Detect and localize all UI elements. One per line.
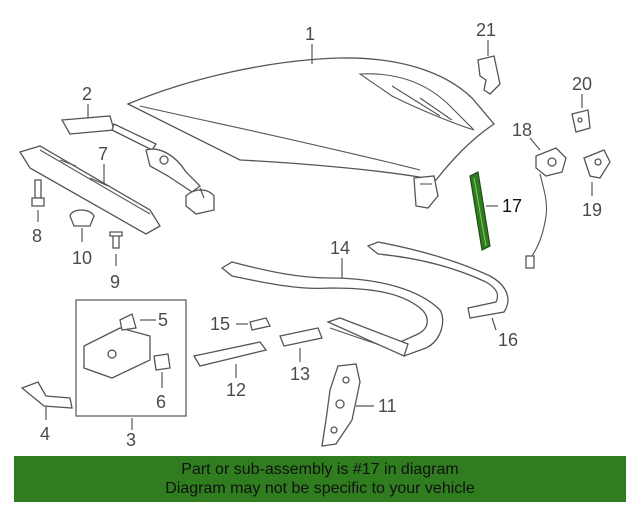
callout-18: 18 [512, 120, 532, 140]
part-11-plate [321, 363, 361, 447]
callout-7: 7 [98, 144, 108, 164]
callout-17: 17 [502, 196, 522, 216]
part-7-rail-bracket [18, 145, 161, 235]
callout-3: 3 [126, 430, 136, 450]
callout-8: 8 [32, 226, 42, 246]
callout-11: 11 [378, 396, 397, 416]
part-12-weatherstrip [192, 341, 268, 367]
part-15-clip [249, 317, 271, 331]
parts-diagram: 1 2 7 8 10 9 [18, 20, 611, 450]
callout-14: 14 [330, 238, 350, 258]
part-21-bracket [477, 55, 501, 95]
callout-9: 9 [110, 272, 120, 292]
callout-5: 5 [158, 310, 168, 330]
callout-2: 2 [82, 84, 92, 104]
part-14-seal [220, 261, 444, 357]
group-3-box [75, 299, 187, 417]
callout-15: 15 [210, 314, 230, 334]
part-4-bracket [20, 381, 73, 409]
callout-19: 19 [582, 200, 602, 220]
part-10-clip [69, 209, 95, 227]
callout-20: 20 [572, 74, 592, 94]
part-16-seal [366, 241, 509, 319]
part-20-bracket [571, 109, 591, 133]
banner-line-disclaimer: Diagram may not be specific to your vehi… [165, 480, 475, 497]
callout-12: 12 [226, 380, 246, 400]
banner-line-part-number: Part or sub-assembly is #17 in diagram [181, 461, 459, 478]
callout-4: 4 [40, 424, 50, 444]
callout-16: 16 [498, 330, 518, 350]
part-1-roof-panel [126, 57, 495, 181]
callout-1: 1 [305, 24, 315, 44]
part-18-latch [525, 147, 567, 269]
callout-13: 13 [290, 364, 310, 384]
part-19-bracket [583, 149, 611, 179]
part-13-weatherstrip [279, 327, 323, 347]
roof-latch-bracket [413, 175, 439, 209]
callout-10: 10 [72, 248, 92, 268]
part-17-highlighted [469, 171, 491, 251]
vehicle-fit-banner: Part or sub-assembly is #17 in diagram D… [14, 456, 626, 502]
callout-21: 21 [476, 20, 496, 40]
part-2-hinge-bracket [60, 115, 215, 215]
callout-6: 6 [156, 392, 166, 412]
part-9-screw [109, 231, 123, 249]
part-8-bolt [31, 179, 45, 207]
